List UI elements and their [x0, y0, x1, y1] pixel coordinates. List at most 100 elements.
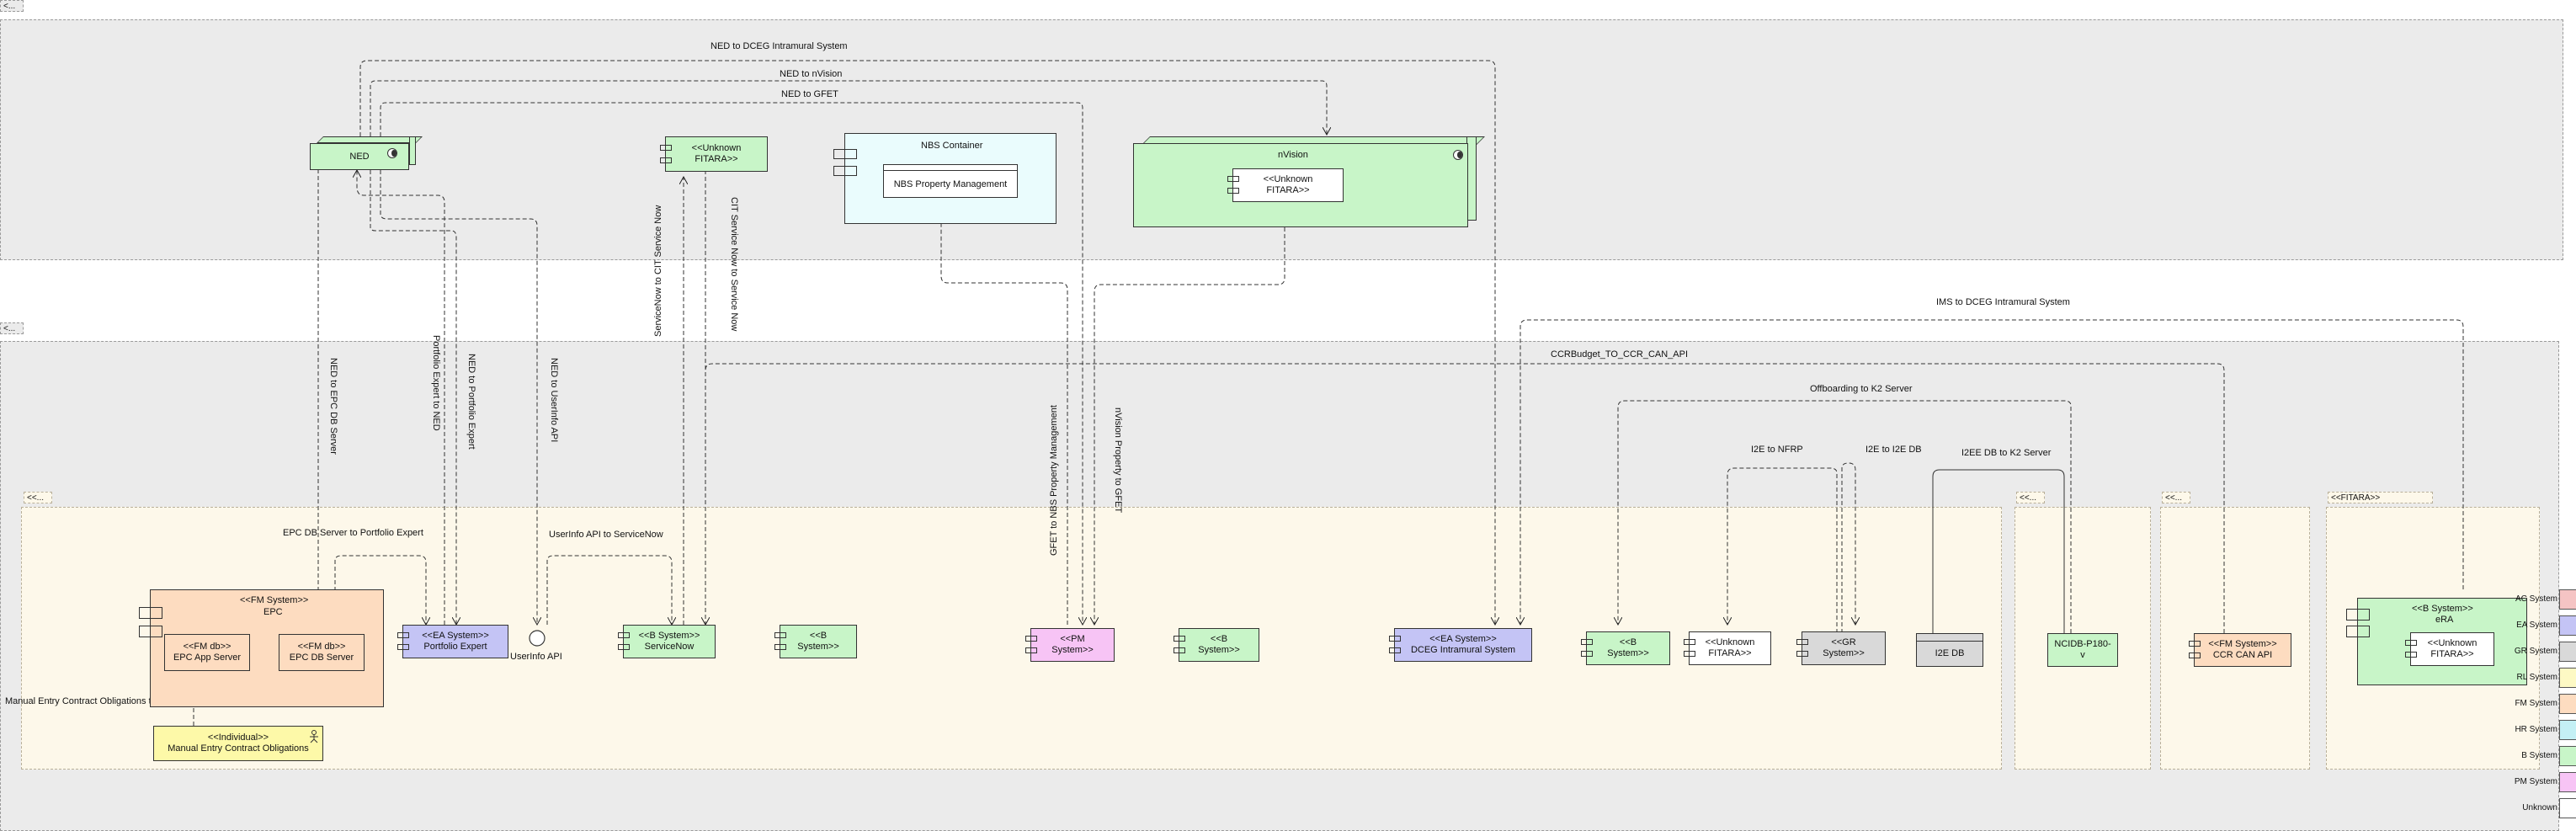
label-ned-to-dceg: NED to DCEG Intramural System — [711, 41, 848, 51]
era-b-system[interactable]: <<B System>> eRA <<Unknown FITARA>> — [2346, 598, 2527, 685]
edge-ned-to-nvision — [370, 80, 1327, 136]
edge-ned-to-userinfo — [380, 170, 537, 625]
name-label: System>> — [797, 642, 839, 652]
epc-app-server[interactable]: <<FM db>> EPC App Server — [164, 634, 250, 671]
name-label: System>> — [1051, 645, 1094, 655]
epc-package — [21, 507, 2002, 770]
edge-gfet-to-nbs — [941, 200, 1068, 625]
ned-label: NED — [349, 151, 370, 162]
unknown-fitara-2[interactable]: <<Unknown FITARA>> — [1684, 631, 1771, 665]
epc-db-server[interactable]: <<FM db>> EPC DB Server — [279, 634, 365, 671]
stereotype-label: <<GR — [1831, 637, 1856, 647]
legend-label: HR System — [2515, 725, 2557, 734]
edge-ned-to-pe — [370, 170, 456, 625]
stereotype-label: <<B — [1619, 637, 1637, 647]
b-system-2[interactable]: <<B System>> — [1174, 628, 1259, 662]
name-label: Manual Entry Contract Obligations — [168, 743, 309, 754]
name-label: Portfolio Expert — [423, 642, 487, 652]
legend-label: PM System — [2514, 777, 2557, 786]
edge-offboarding — [1618, 400, 2072, 633]
name-label: CCR CAN API — [2212, 650, 2273, 660]
connector-lines — [0, 60, 2464, 726]
edge-ned-to-dceg — [359, 60, 1495, 625]
legend-swatch — [2559, 720, 2576, 740]
b-system-3[interactable]: <<B System>> — [1581, 631, 1670, 665]
legend-swatch — [2559, 772, 2576, 792]
nbs-property-management[interactable]: NBS Property Management — [883, 164, 1018, 198]
edge-ned-to-gfet — [380, 102, 1083, 625]
label-ims-to-dceg: IMS to DCEG Intramural System — [1936, 297, 2070, 307]
stereotype-label: <<FM System>> — [2208, 639, 2277, 649]
nvision-label: nVision — [1278, 150, 1308, 160]
edge-ccrbudget — [705, 363, 2225, 633]
label-ned-to-nvision: NED to nVision — [780, 69, 843, 79]
label-ccrbudget: CCRBudget_TO_CCR_CAN_API — [1551, 349, 1689, 360]
label-userinfo-to-sn: UserInfo API to ServiceNow — [549, 530, 663, 540]
dceg-intramural-system[interactable]: <<EA System>> DCEG Intramural System — [1389, 628, 1532, 662]
name-label: EPC App Server — [173, 653, 242, 663]
edge-i2e-to-nfrp — [1727, 467, 1838, 633]
edge-pe-to-ned — [357, 170, 445, 625]
i2e-db[interactable]: I2E DB — [1916, 633, 1983, 667]
fitara-package-tab: <<FITARA>> — [2328, 492, 2433, 503]
i2e-db-label: I2E DB — [1935, 647, 1965, 658]
unknown-fitara-top[interactable]: <<Unknown FITARA>> — [660, 136, 768, 172]
name-label: eRA — [2435, 615, 2454, 625]
fm-system-epc[interactable]: <<FM System>> EPC <<FM db>> EPC App Serv… — [139, 589, 384, 707]
stereotype-label: <<B System>> — [638, 631, 700, 641]
stereotype-label: <<PM — [1060, 634, 1085, 644]
actor-icon — [310, 730, 318, 743]
legend-swatch — [2559, 589, 2576, 610]
stereotype-label: <<EA System>> — [422, 631, 489, 641]
legend-swatch — [2559, 668, 2576, 688]
name-label: FITARA>> — [695, 154, 738, 164]
portfolio-expert[interactable]: <<EA System>> Portfolio Expert — [397, 625, 508, 658]
nvision-inner-component[interactable]: <<Unknown FITARA>> — [1227, 168, 1344, 202]
name-label: ServiceNow — [644, 642, 695, 652]
edge-epc-db-to-pe — [334, 555, 426, 625]
ncidb-package-tab: <<... — [2016, 492, 2045, 503]
servicenow[interactable]: <<B System>> ServiceNow — [618, 625, 716, 658]
ccr-can-api[interactable]: <<FM System>> CCR CAN API — [2189, 633, 2291, 667]
pm-system[interactable]: <<PM System>> — [1025, 628, 1115, 662]
legend-label: AC System — [2515, 594, 2557, 604]
label-ned-to-userinfo: NED to UserInfo API — [549, 358, 559, 443]
ned-node[interactable]: NED — [310, 136, 423, 170]
legend-label: GR System — [2514, 647, 2557, 656]
legend-label: RL System — [2516, 673, 2557, 682]
name-label: NCIDB-P180- — [2054, 639, 2111, 649]
b-system-1[interactable]: <<B System>> — [774, 625, 857, 658]
stereotype-label: <<B — [809, 631, 828, 641]
ncidb-p180-v[interactable]: NCIDB-P180- v — [2047, 633, 2118, 667]
legend-swatch — [2559, 642, 2576, 662]
gr-system[interactable]: <<GR System>> — [1796, 631, 1886, 665]
manual-entry-contract-obligations[interactable]: <<Individual>> Manual Entry Contract Obl… — [153, 726, 323, 761]
stereotype-label: <<FM System>> — [240, 595, 309, 605]
legend-label: EA System — [2516, 621, 2557, 630]
nbs-container[interactable]: NBS Container NBS Property Management — [833, 133, 1056, 224]
top-package-tab: <... — [0, 0, 24, 12]
ncidb-package — [2014, 507, 2151, 770]
userinfo-api-icon — [529, 630, 546, 647]
name-label: System>> — [1198, 645, 1240, 655]
name-label: EPC DB Server — [289, 653, 354, 663]
nbs-property-label: NBS Property Management — [893, 178, 1008, 189]
legend-swatch — [2559, 615, 2576, 636]
stereotype-label: <<Unknown — [1705, 637, 1755, 647]
mid-package-tab: <... — [0, 322, 24, 334]
stereotype-label: <<Unknown — [1263, 174, 1313, 184]
label-gfet-to-nbs: GFET to NBS Property Management — [1049, 405, 1059, 556]
label-epc-db-to-pe: EPC DB Server to Portfolio Expert — [283, 528, 423, 538]
edge-i2e-to-i2edb — [1841, 462, 1855, 633]
label-nvision-to-gfet: nVision Property to GFET — [1113, 408, 1123, 514]
node-icon — [387, 148, 397, 158]
node-icon — [1453, 150, 1463, 160]
nvision-node[interactable]: nVision <<Unknown FITARA>> — [1133, 136, 1485, 227]
ccr-package-tab: <<... — [2162, 492, 2190, 503]
label-i2e-to-i2edb: I2E to I2E DB — [1865, 445, 1922, 455]
userinfo-api-label: UserInfo API — [510, 652, 562, 662]
era-inner-component[interactable]: <<Unknown FITARA>> — [2405, 632, 2494, 666]
label-ned-to-pe: NED to Portfolio Expert — [466, 354, 476, 450]
legend-label: FM System — [2515, 699, 2557, 708]
label-offboarding: Offboarding to K2 Server — [1810, 384, 1913, 394]
